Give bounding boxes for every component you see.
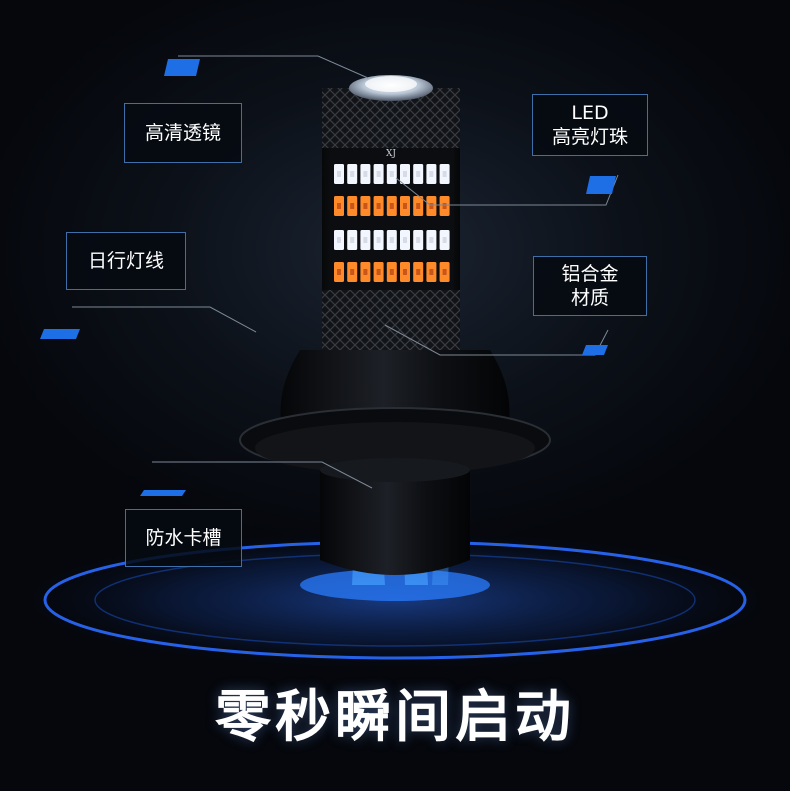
led-chip-core	[389, 171, 394, 177]
led-chip-grid	[334, 164, 450, 282]
bulb-marking: XJ	[386, 149, 396, 159]
led-chip-core	[337, 203, 341, 209]
led-chip-core	[416, 237, 421, 243]
led-chip-core	[337, 237, 341, 243]
led-chip-core	[416, 269, 421, 275]
led-chip-core	[429, 171, 434, 177]
bulb-body: XJ	[322, 88, 460, 350]
callout-alloy: 铝合金 材质	[533, 256, 647, 316]
led-chip-core	[363, 203, 368, 209]
led-chip-core	[442, 237, 447, 243]
led-chip-core	[429, 269, 434, 275]
led-chip-core	[416, 171, 421, 177]
led-chip-core	[363, 237, 368, 243]
led-chip-core	[429, 237, 434, 243]
led-chip-core	[376, 269, 381, 275]
led-chip-core	[350, 237, 355, 243]
led-chip-core	[363, 171, 368, 177]
led-chip-core	[337, 269, 341, 275]
led-chip-core	[403, 269, 407, 275]
callout-led-label: LED 高亮灯珠	[551, 102, 628, 148]
led-chip-core	[350, 171, 355, 177]
led-chip-core	[376, 237, 381, 243]
callout-slot-label: 防水卡槽	[145, 527, 222, 549]
callout-lens-label: 高清透镜	[144, 122, 221, 144]
led-chip-core	[350, 203, 355, 209]
callout-alloy-label: 铝合金 材质	[561, 263, 619, 309]
callout-slot: 防水卡槽	[125, 509, 242, 567]
callout-drl: 日行灯线	[66, 232, 186, 290]
led-chip-core	[363, 269, 368, 275]
led-chip-core	[389, 203, 394, 209]
led-chip-core	[389, 237, 394, 243]
bulb-base	[239, 350, 551, 575]
headline: 零秒瞬间启动	[215, 685, 575, 750]
callout-lens: 高清透镜	[124, 103, 242, 163]
callout-drl-label: 日行灯线	[87, 250, 164, 272]
accent-bars	[40, 59, 616, 496]
lens	[349, 75, 433, 101]
led-chip-core	[442, 171, 447, 177]
led-chip-core	[416, 203, 421, 209]
led-chip-core	[376, 171, 381, 177]
led-chip-core	[403, 203, 407, 209]
led-chip-core	[429, 203, 434, 209]
led-chip-core	[442, 269, 447, 275]
led-chip-core	[376, 203, 381, 209]
led-chip-core	[337, 171, 341, 177]
led-chip-core	[403, 171, 407, 177]
led-chip-core	[389, 269, 394, 275]
callout-led: LED 高亮灯珠	[532, 94, 648, 156]
led-chip-core	[442, 203, 447, 209]
led-chip-core	[350, 269, 355, 275]
led-chip-core	[403, 237, 407, 243]
